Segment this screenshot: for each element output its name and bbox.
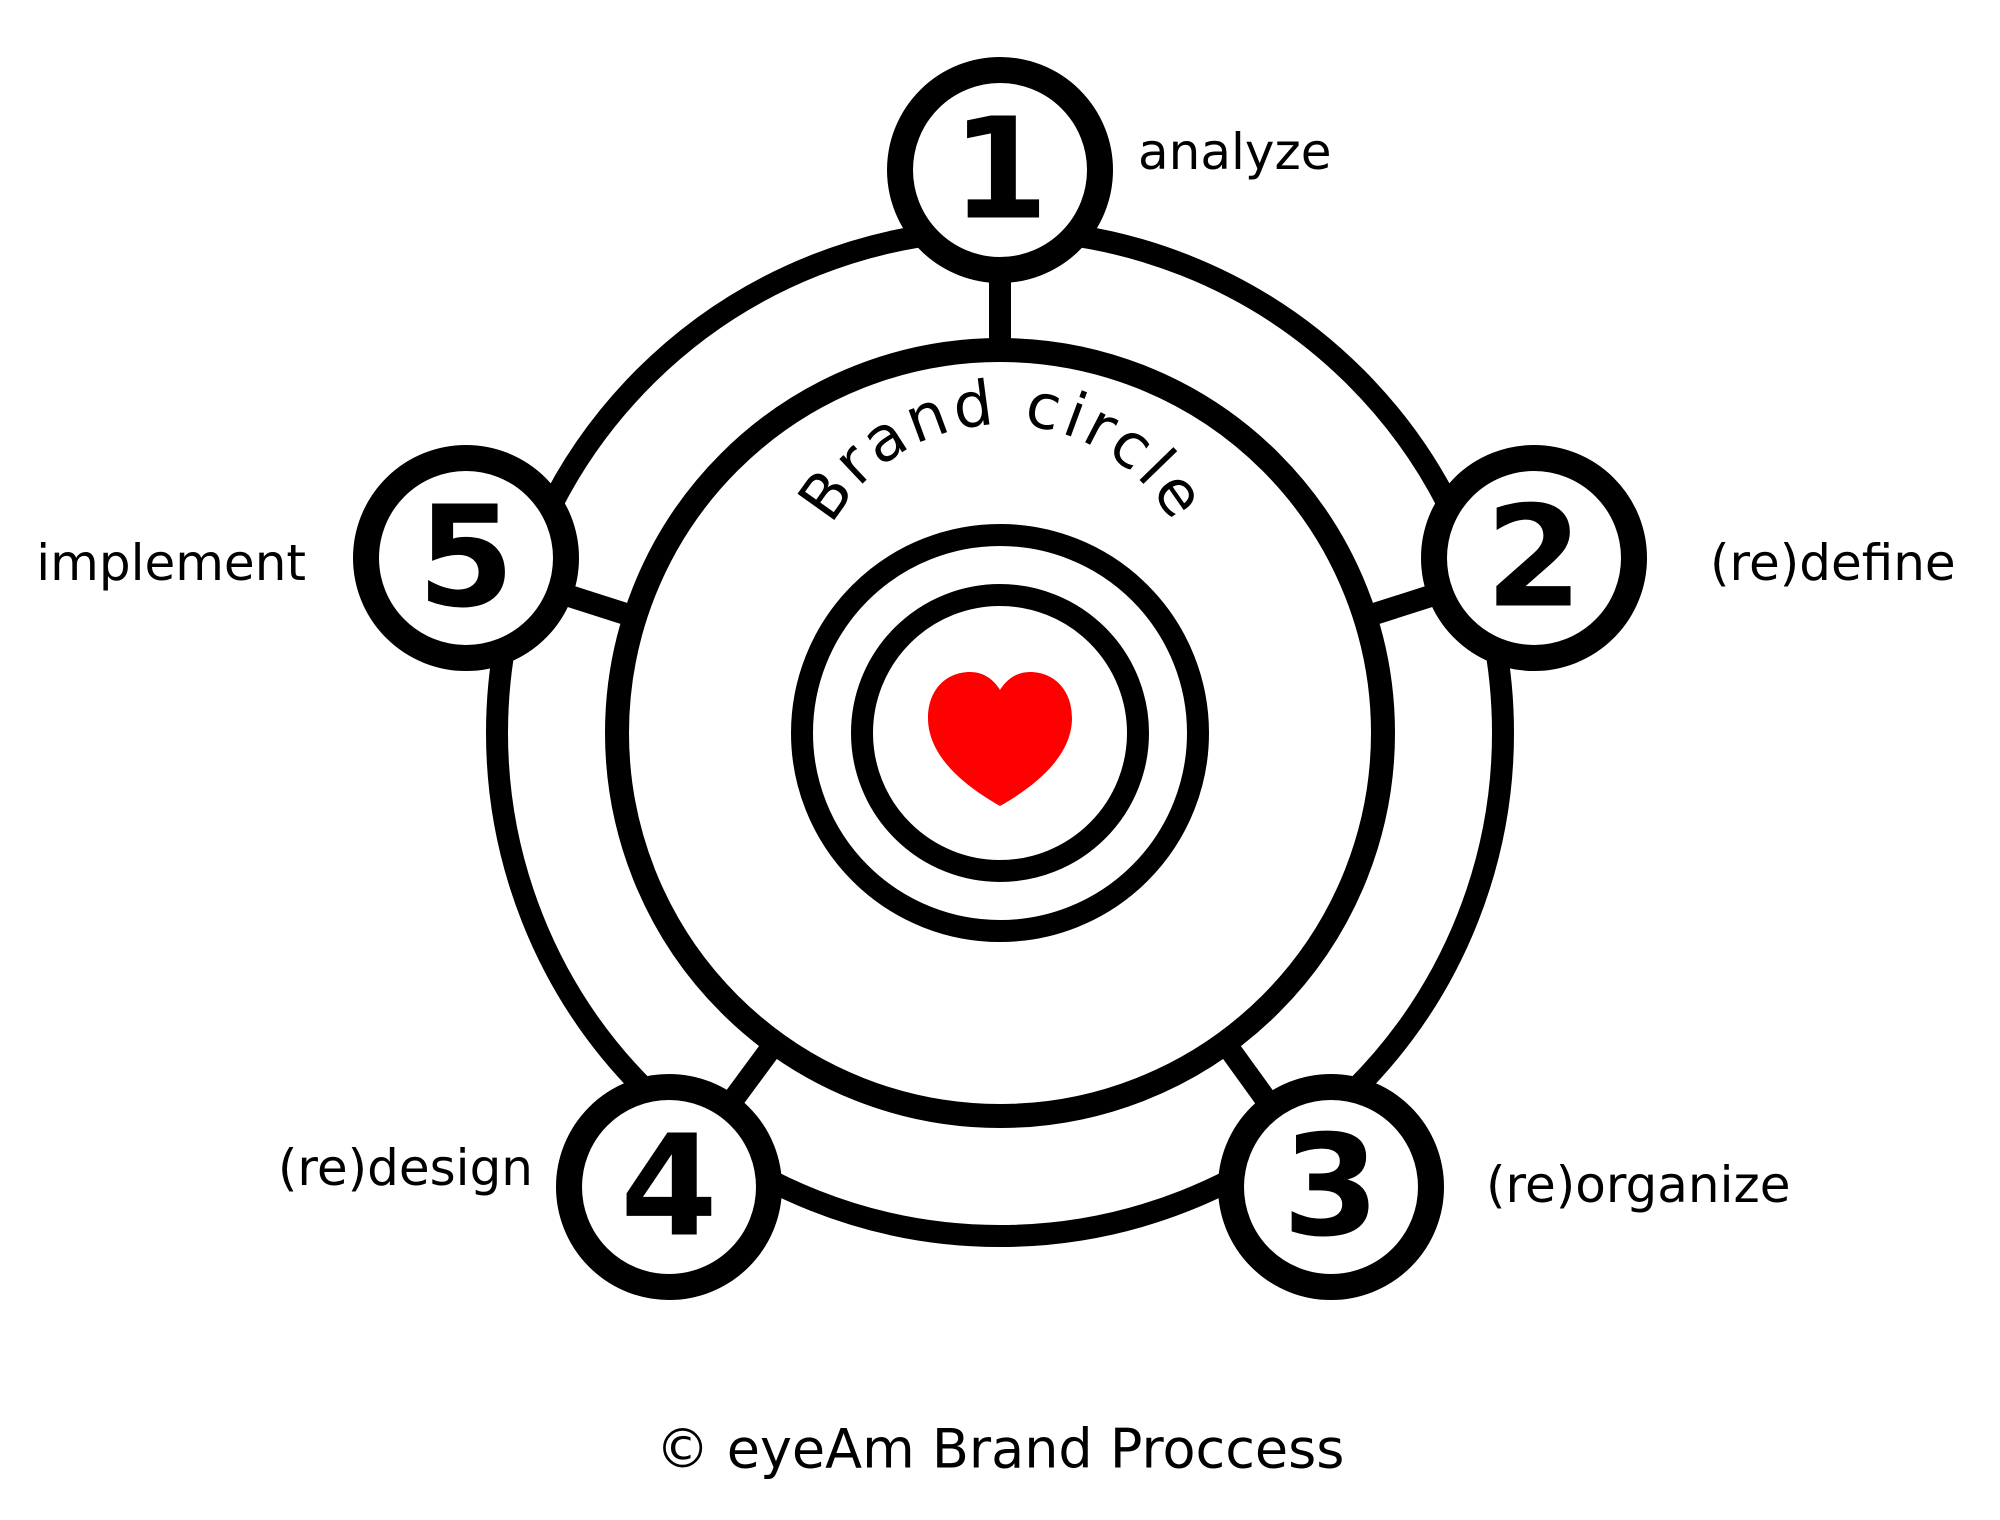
step-circle-2 [1421, 445, 1647, 671]
step-label-3: (re)organize [1486, 1156, 1790, 1214]
step-circle-1 [887, 57, 1113, 283]
step-label-4: (re)design [278, 1139, 533, 1197]
step-number-5: 5 [417, 477, 514, 640]
step-node-1: 1 [887, 57, 1113, 283]
step-node-4: 4 [556, 1074, 782, 1300]
step-number-2: 2 [1485, 477, 1582, 640]
inner-circle-outer [791, 524, 1209, 942]
footer-copyright: © eyeAm Brand Proccess [656, 1418, 1345, 1481]
spokes [556, 270, 1444, 1115]
step-circle-5 [353, 445, 579, 671]
step-label-5: implement [36, 534, 306, 592]
inner-circle-core [851, 584, 1149, 882]
heart-icon [928, 672, 1072, 806]
step-number-3: 3 [1282, 1106, 1379, 1269]
step-node-2: 2 [1421, 445, 1647, 671]
step-circle-3 [1218, 1074, 1444, 1300]
step-label-1: analyze [1138, 123, 1331, 181]
step-label-2: (re)define [1710, 534, 1956, 592]
main-circle [605, 338, 1395, 1128]
step-number-4: 4 [620, 1106, 717, 1269]
step-number-1: 1 [951, 89, 1048, 252]
step-node-5: 5 [353, 445, 579, 671]
step-node-3: 3 [1218, 1074, 1444, 1300]
step-circle-4 [556, 1074, 782, 1300]
